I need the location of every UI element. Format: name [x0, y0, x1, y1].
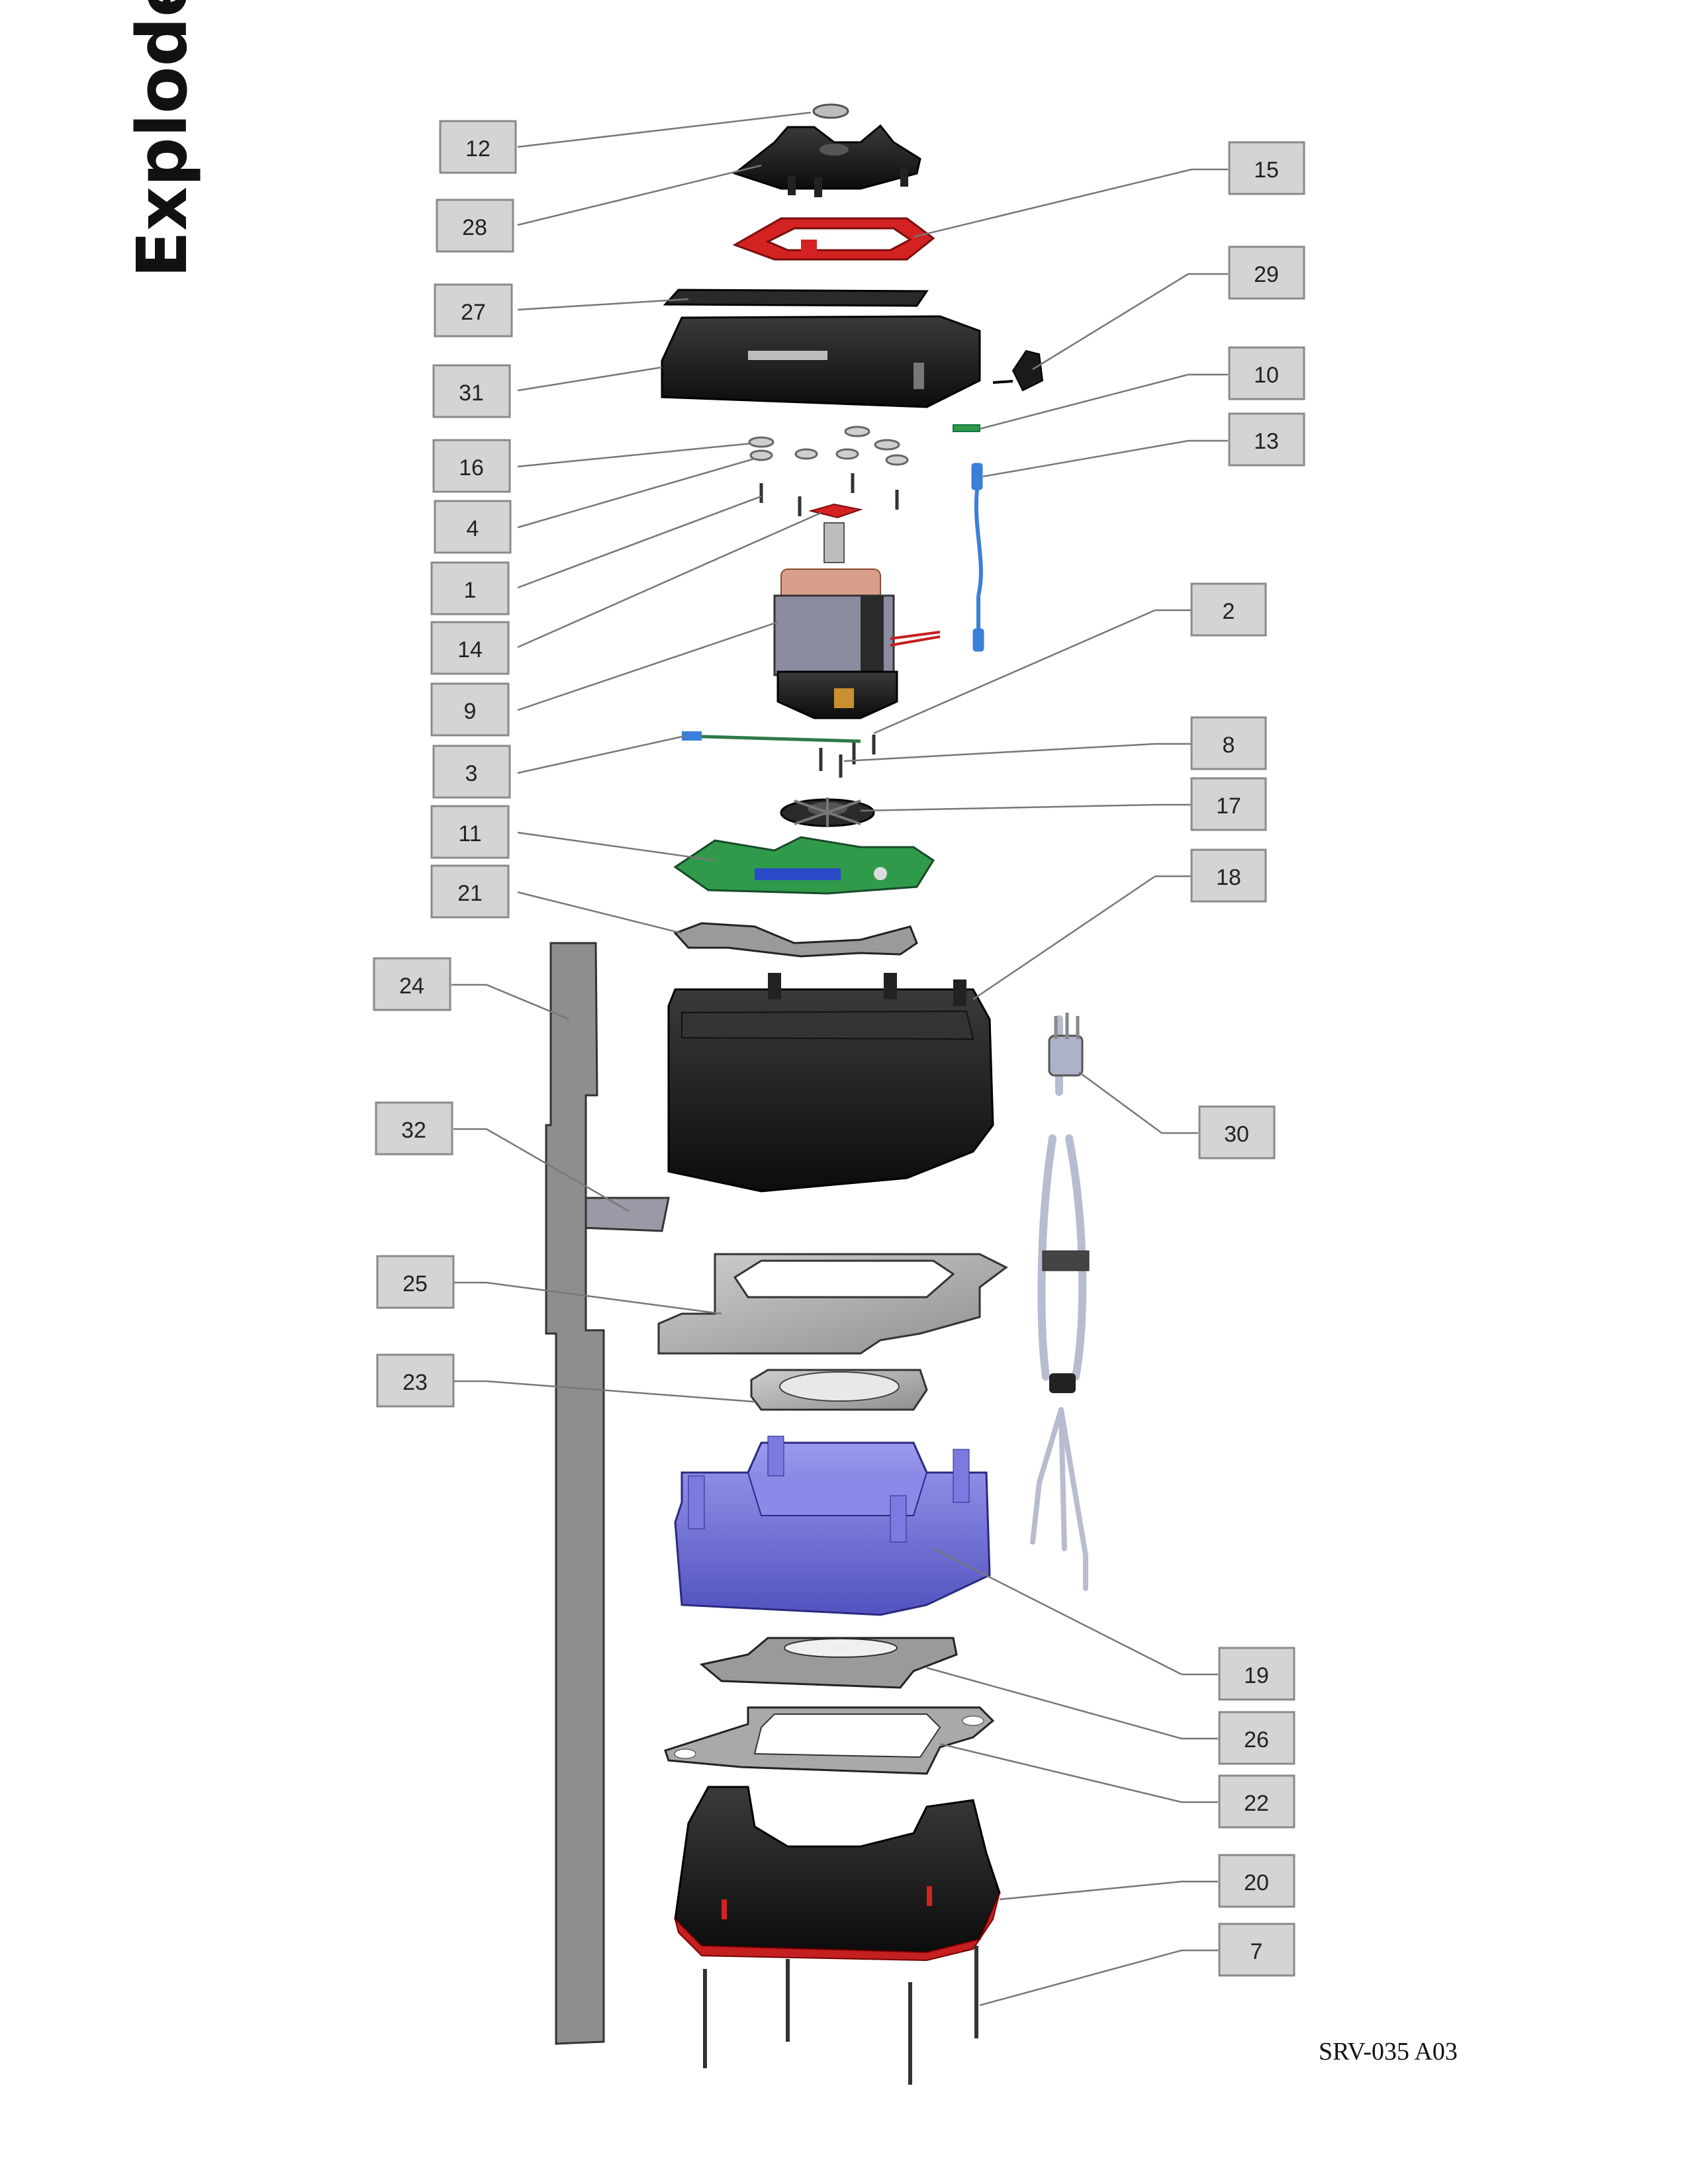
callout-27: 27 [434, 283, 513, 338]
page-title: Exploded View [119, 0, 205, 278]
svg-text:1: 1 [464, 578, 477, 603]
callout-29: 29 [1228, 246, 1305, 300]
part-18-main-housing [667, 973, 994, 1193]
part-3-wire [681, 731, 861, 743]
svg-text:18: 18 [1216, 865, 1241, 890]
svg-text:32: 32 [401, 1118, 426, 1143]
callout-1: 1 [430, 561, 510, 615]
callout-31: 31 [432, 364, 511, 418]
part-1-screws [759, 473, 899, 516]
callout-16: 16 [432, 439, 511, 493]
svg-text:3: 3 [465, 761, 478, 786]
svg-text:10: 10 [1254, 363, 1279, 388]
part-26-gasket [699, 1637, 958, 1689]
svg-text:14: 14 [457, 637, 483, 662]
svg-text:8: 8 [1223, 733, 1235, 758]
part-29-knob [992, 349, 1044, 392]
svg-text:16: 16 [459, 455, 484, 480]
svg-text:9: 9 [464, 699, 477, 724]
callout-20: 20 [1218, 1854, 1295, 1908]
callout-3: 3 [432, 745, 511, 799]
callout-14: 14 [430, 621, 510, 675]
part-24-strip [545, 942, 605, 2045]
callout-23: 23 [376, 1353, 455, 1408]
callout-22: 22 [1218, 1774, 1295, 1829]
part-23-ring [750, 1369, 928, 1411]
svg-text:31: 31 [459, 381, 484, 406]
callout-18: 18 [1190, 848, 1267, 903]
part-9-motor [773, 522, 941, 719]
callout-24: 24 [373, 957, 451, 1011]
part-27-membrane [663, 289, 929, 307]
callout-13: 13 [1228, 412, 1305, 467]
part-25-plate [657, 1253, 1008, 1355]
svg-text:29: 29 [1254, 262, 1279, 287]
callout-2: 2 [1190, 582, 1267, 637]
part-32-pad [575, 1197, 670, 1232]
callout-25: 25 [376, 1255, 455, 1309]
part-21-gasket [673, 922, 918, 958]
callout-19: 19 [1218, 1647, 1295, 1701]
svg-text:24: 24 [399, 974, 424, 999]
svg-text:20: 20 [1244, 1870, 1269, 1895]
callout-12: 12 [439, 120, 517, 174]
svg-text:22: 22 [1244, 1791, 1269, 1816]
callout-11: 11 [430, 805, 510, 859]
svg-text:26: 26 [1244, 1727, 1269, 1752]
callout-boxes: 12 28 15 27 29 31 10 16 13 4 1 14 2 9 3 … [373, 120, 1305, 1977]
part-11-pcb [673, 836, 935, 895]
leader-lines [451, 111, 1228, 2007]
callout-17: 17 [1190, 777, 1267, 831]
part-7-screws [703, 1946, 978, 2085]
part-30-power-cord [1030, 1015, 1088, 1591]
part-13-cable [971, 463, 984, 652]
svg-text:30: 30 [1224, 1122, 1249, 1147]
document-code: SRV-035 A03 [1319, 2038, 1458, 2066]
callout-8: 8 [1190, 716, 1267, 770]
part-10-small-board [953, 424, 980, 432]
svg-text:17: 17 [1216, 794, 1241, 819]
svg-text:28: 28 [462, 215, 487, 240]
svg-text:7: 7 [1250, 1939, 1263, 1964]
callout-7: 7 [1218, 1923, 1295, 1977]
svg-text:13: 13 [1254, 429, 1279, 454]
svg-text:21: 21 [457, 881, 483, 906]
callout-30: 30 [1198, 1105, 1276, 1160]
callout-9: 9 [430, 682, 510, 737]
part-16-4-washers [748, 426, 909, 466]
callout-26: 26 [1218, 1711, 1295, 1765]
part-31-control-housing [661, 315, 981, 408]
part-30-plug [1042, 1013, 1090, 1393]
part-20-bottom-housing [674, 1786, 1001, 1962]
svg-text:25: 25 [402, 1271, 428, 1297]
callout-15: 15 [1228, 141, 1305, 195]
part-12-washer [812, 103, 849, 119]
svg-text:11: 11 [458, 821, 481, 846]
callout-32: 32 [375, 1101, 453, 1156]
part-17-fan [780, 797, 875, 827]
part-22-gasket [664, 1706, 995, 1775]
svg-text:2: 2 [1223, 599, 1235, 624]
callout-4: 4 [434, 500, 512, 554]
callout-10: 10 [1228, 346, 1305, 400]
svg-text:27: 27 [461, 300, 486, 325]
svg-text:15: 15 [1254, 158, 1279, 183]
svg-text:19: 19 [1244, 1663, 1269, 1688]
svg-text:12: 12 [465, 136, 491, 161]
parts-layer [545, 103, 1090, 2085]
callout-28: 28 [436, 199, 514, 253]
svg-text:23: 23 [402, 1370, 428, 1395]
svg-text:4: 4 [467, 516, 479, 541]
part-14-red-coupler [808, 503, 863, 519]
callout-21: 21 [430, 864, 510, 919]
part-28-coupler-cover [732, 124, 921, 197]
part-19-base [674, 1435, 991, 1616]
part-15-seal [732, 217, 935, 261]
